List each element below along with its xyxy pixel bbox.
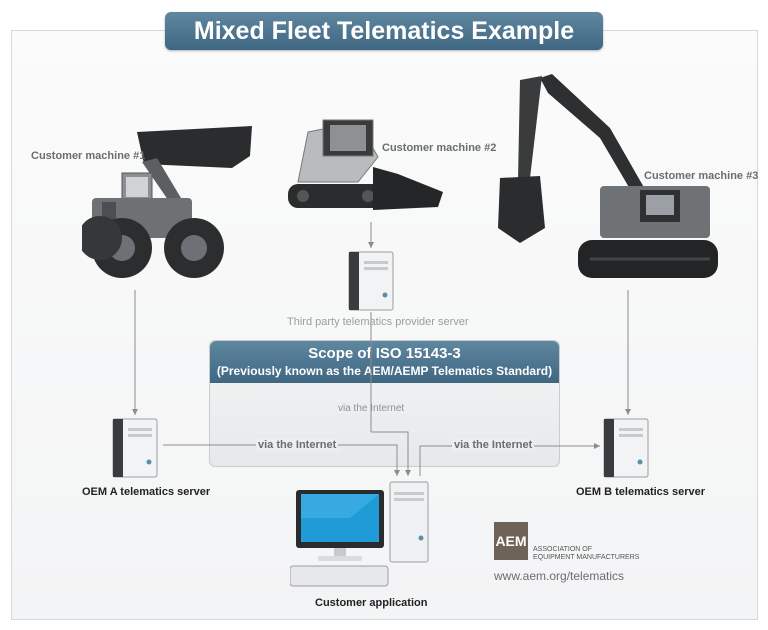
- oem-a-server-label: OEM A telematics server: [82, 486, 211, 498]
- scope-title: Scope of ISO 15143-3: [308, 345, 461, 362]
- internet-label-left: via the Internet: [256, 439, 339, 451]
- line-oem-a-to-client: [163, 444, 400, 476]
- third-party-server-label: Third party telematics provider server: [287, 316, 469, 328]
- internet-label-right: via the Internet: [452, 439, 535, 451]
- aem-name-line2: EQUIPMENT MANUFACTURERS: [533, 554, 640, 561]
- machine-1-label: Customer machine #1: [31, 150, 146, 162]
- oem-a-server-icon: [112, 418, 158, 478]
- customer-application-label: Customer application: [315, 597, 428, 609]
- wheel-loader-icon: [82, 126, 252, 278]
- machine-2-label: Customer machine #2: [382, 142, 497, 154]
- oem-b-server-icon: [603, 418, 649, 478]
- line-third-party-to-client: [371, 431, 411, 476]
- line-client-to-oem-b: [419, 443, 600, 476]
- customer-pc-icon: [290, 481, 429, 587]
- aem-url-link[interactable]: www.aem.org/telematics: [494, 569, 625, 583]
- diagram-title: Mixed Fleet Telematics Example: [165, 12, 603, 50]
- machine-3-label: Customer machine #3: [644, 170, 759, 182]
- aem-name-line1: ASSOCIATION OF: [533, 546, 592, 553]
- internet-label-center: via the Internet: [338, 403, 405, 414]
- scope-subtitle: (Previously known as the AEM/AEMP Telema…: [216, 364, 553, 378]
- skid-steer-icon: [288, 119, 443, 210]
- aem-logo: AEM: [494, 522, 528, 560]
- aem-name: ASSOCIATION OF EQUIPMENT MANUFACTURERS: [533, 546, 643, 562]
- scope-header: Scope of ISO 15143-3 (Previously known a…: [210, 341, 559, 383]
- excavator-icon: [498, 74, 718, 278]
- third-party-server-icon: [348, 251, 394, 311]
- oem-b-server-label: OEM B telematics server: [576, 486, 706, 498]
